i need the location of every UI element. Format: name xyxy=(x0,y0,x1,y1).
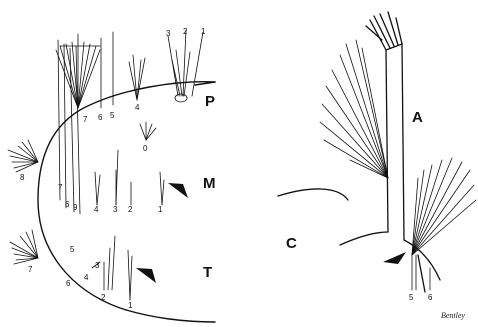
seta-num-t5: 5 xyxy=(70,245,75,254)
artist-signature: Bentley xyxy=(441,311,465,320)
seta-num-t1: 1 xyxy=(128,301,133,310)
arrow-m xyxy=(168,183,188,198)
seta-num-p2: 2 xyxy=(183,27,188,36)
label-t: T xyxy=(203,264,212,281)
seta-num-t2: 2 xyxy=(101,293,106,302)
label-c: C xyxy=(286,235,297,252)
seta-num-m2: 2 xyxy=(128,205,133,214)
label-p: P xyxy=(205,93,215,110)
seta-num-t4: 4 xyxy=(84,273,89,282)
antenna-setae xyxy=(320,40,476,290)
arrow-t xyxy=(136,268,156,283)
seta-num-m9: 9 xyxy=(73,203,78,212)
label-m: M xyxy=(203,175,216,192)
seta-num-p3: 3 xyxy=(166,29,171,38)
label-a: A xyxy=(412,109,423,126)
seta-num-p6: 6 xyxy=(98,113,103,122)
seta-num-m4: 4 xyxy=(94,205,99,214)
seta-num-m7: 7 xyxy=(58,183,63,192)
seta-num-m1: 1 xyxy=(158,205,163,214)
seta-num-p5: 5 xyxy=(110,111,115,120)
seta-num-a6: 6 xyxy=(428,293,433,302)
seta-num-m8: 8 xyxy=(20,173,25,182)
seta-num-m3: 3 xyxy=(113,205,118,214)
seta-num-t7: 7 xyxy=(28,265,33,274)
arrow-antenna xyxy=(383,252,406,264)
seta-num-m6: 6 xyxy=(65,200,70,209)
seta-num-p4: 4 xyxy=(135,103,140,112)
seta-num-a5: 5 xyxy=(409,293,414,302)
seta-num-t3: 3 xyxy=(95,261,100,270)
seta-num-p0: 0 xyxy=(143,144,148,153)
seta-num-p7: 7 xyxy=(83,115,88,124)
seta-num-t6: 6 xyxy=(66,279,71,288)
seta-num-p1: 1 xyxy=(201,27,206,36)
